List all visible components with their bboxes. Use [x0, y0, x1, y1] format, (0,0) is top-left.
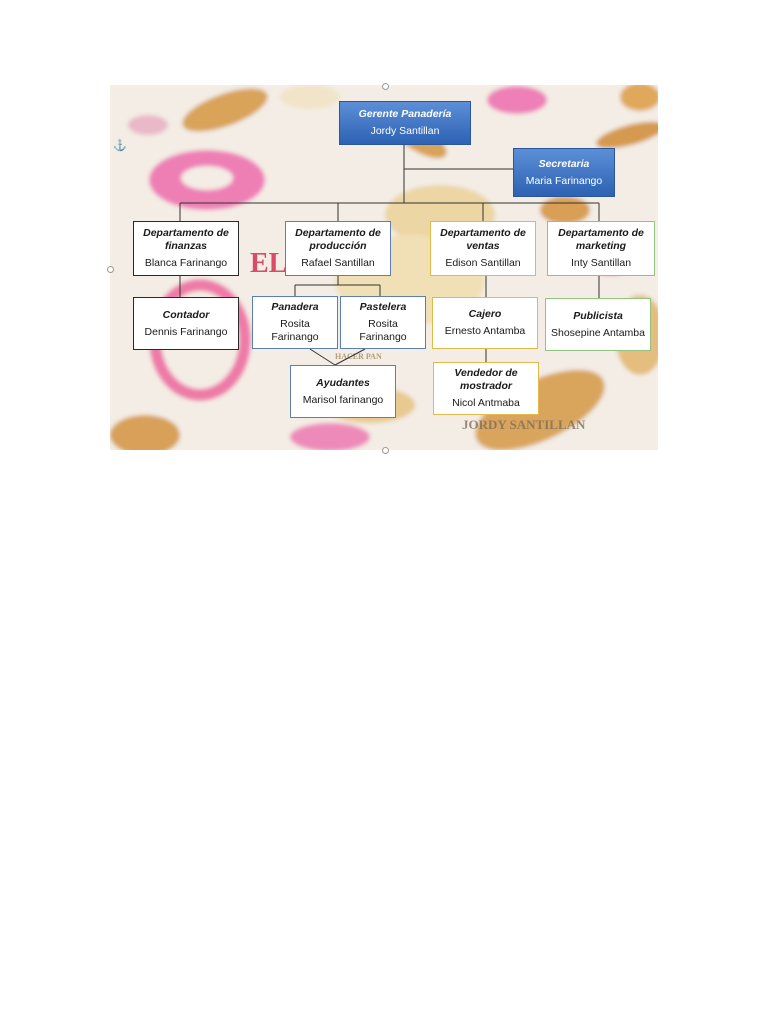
anchor-icon: ⚓: [113, 140, 127, 152]
org-chart-figure: EL ORO HACER PAN JORDY SANTILLAN Gerente…: [110, 85, 658, 450]
resize-handle-bottom[interactable]: [382, 447, 389, 454]
logo-subtitle-text: HACER PAN: [335, 352, 382, 361]
staff-cashier-node: Cajero Ernesto Antamba: [432, 297, 538, 349]
watermark-text: JORDY SANTILLAN: [462, 417, 586, 432]
node-title: Contador: [162, 308, 210, 321]
secretary-node: Secretaria Maria Farinango: [513, 148, 615, 197]
staff-accountant-node: Contador Dennis Farinango: [133, 297, 239, 350]
node-title: Pastelera: [359, 301, 407, 313]
resize-handle-left[interactable]: [107, 266, 114, 273]
staff-publicist-node: Publicista Shosepine Antamba: [545, 298, 651, 351]
node-name: Rosita Farinango: [271, 318, 319, 343]
department-finance-node: Departamento de finanzas Blanca Farinang…: [133, 221, 239, 276]
node-title: Departamento de finanzas: [143, 227, 229, 252]
node-title: Vendedor de mostrador: [454, 367, 518, 392]
department-marketing-node: Departamento de marketing Inty Santillan: [547, 221, 655, 276]
node-name: Inty Santillan: [570, 257, 632, 269]
staff-pastry-chef-node: Pastelera Rosita Farinango: [340, 296, 426, 349]
node-name: Blanca Farinango: [144, 257, 228, 269]
staff-assistants-node: Ayudantes Marisol farinango: [290, 365, 396, 418]
department-production-node: Departamento de producción Rafael Santil…: [285, 221, 391, 276]
department-sales-node: Departamento de ventas Edison Santillan: [430, 221, 536, 276]
node-title: Departamento de producción: [295, 227, 381, 252]
resize-handle-top[interactable]: [382, 83, 389, 90]
node-name: Rosita Farinango: [359, 318, 407, 343]
node-name: Shosepine Antamba: [551, 326, 645, 339]
node-title: Panadera: [271, 301, 319, 313]
node-title: Departamento de ventas: [440, 227, 526, 252]
staff-baker-node: Panadera Rosita Farinango: [252, 296, 338, 349]
node-title: Publicista: [573, 309, 623, 322]
node-title: Secretaria: [538, 157, 590, 170]
node-name: Ernesto Antamba: [444, 325, 526, 337]
node-name: Edison Santillan: [445, 257, 521, 269]
node-name: Jordy Santillan: [370, 125, 440, 137]
manager-node: Gerente Panadería Jordy Santillan: [339, 101, 471, 145]
node-title: Gerente Panadería: [358, 108, 452, 120]
node-name: Maria Farinango: [525, 174, 603, 187]
node-name: Marisol farinango: [302, 393, 384, 406]
node-title: Cajero: [468, 308, 502, 320]
connector-lines: [179, 144, 600, 366]
node-name: Nicol Antmaba: [452, 397, 520, 409]
node-name: Rafael Santillan: [301, 257, 375, 269]
node-name: Dennis Farinango: [144, 325, 228, 338]
staff-counter-seller-node: Vendedor de mostrador Nicol Antmaba: [433, 362, 539, 415]
node-title: Ayudantes: [316, 376, 370, 389]
node-title: Departamento de marketing: [558, 227, 644, 252]
